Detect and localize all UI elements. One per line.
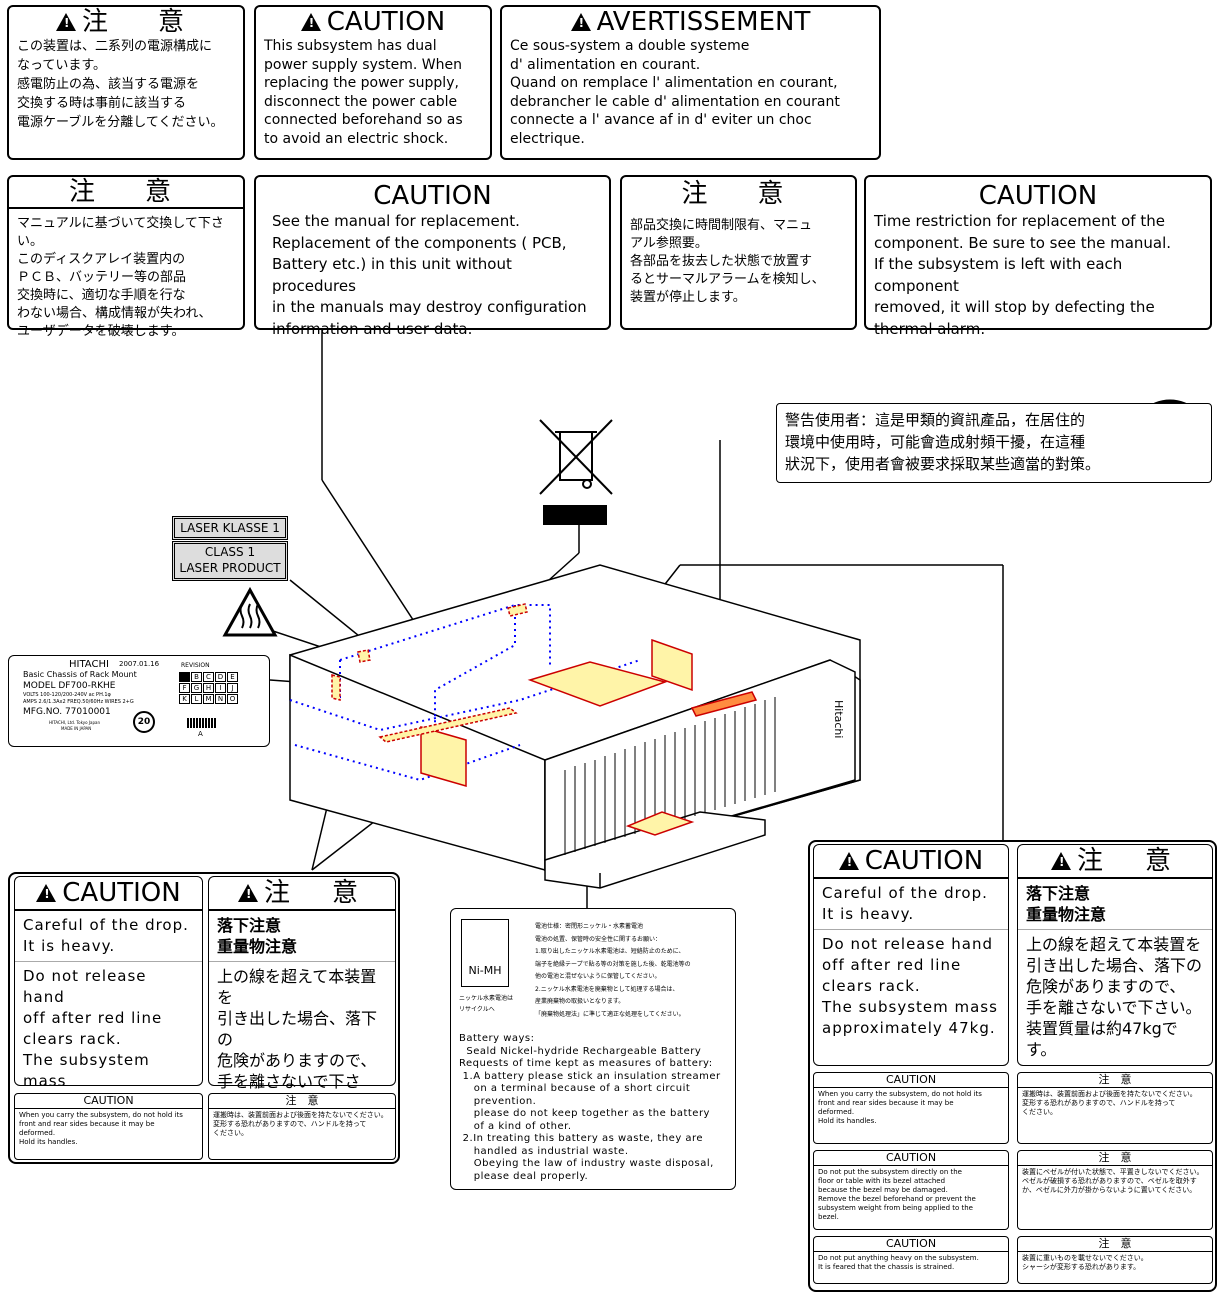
weee-bin-icon [539, 419, 613, 495]
bezel-vents [564, 697, 776, 855]
warning-triangle-icon [237, 884, 259, 902]
recycle-label: Ni-MH [468, 964, 502, 977]
label-body: Ce sous-system a double systeme d' alime… [510, 38, 840, 147]
chassis-body [289, 564, 861, 889]
leader-line [289, 579, 365, 641]
left-drop-caution-group [8, 872, 400, 1164]
label-body: 部品交換に時間制限有、マニュ アル参照要。 各部品を抜去した状態で放置す るとサ… [630, 218, 825, 305]
drop-caution-body: 落下注意 重量物注意 [209, 911, 395, 962]
warning-triangle-icon [55, 13, 81, 31]
revision-grid: B C D E F G H I J K L M N O [179, 672, 238, 704]
label-heading: CAUTION [256, 7, 490, 37]
carry-caution-en: CAUTION When you carry the subsystem, do… [14, 1093, 203, 1160]
nameplate-footer: MADE IN JAPAN [61, 726, 92, 731]
bsmi-warning-text: 警告使用者：這是甲類的資訊產品，在居住的 環境中使用時，可能會造成射頻干擾，在這… [785, 411, 1101, 473]
warning-triangle-icon [300, 13, 321, 31]
label-position-markers [331, 603, 758, 836]
battery-en-text: Battery ways: Seald Nickel-hydride Recha… [459, 1033, 721, 1182]
revision-label: REVISION [181, 662, 210, 669]
weee-bar [543, 505, 607, 525]
nameplate-desc: Basic Chassis of Rack Mount [23, 670, 137, 679]
revision-selected: A [198, 730, 203, 738]
battery-jp-text: 電池仕様：密閉形ニッケル・水素蓄電池 電池の処置、保管時の安全性に関するお願い：… [535, 923, 691, 1018]
avertissement-label-fr-power: AVERTISSEMENT Ce sous-system a double sy… [500, 5, 881, 160]
carry-caution-jp: 注 意 運搬時は、装置前面および後面を持たないでください。 変形する恐れがありま… [1017, 1072, 1213, 1144]
drop-caution-jp: 注 意 落下注意 重量物注意 上の線を超えて本装置を 引き出した場合、落下の 危… [208, 876, 396, 1154]
heavy-caution-en: CAUTION Do not put anything heavy on the… [813, 1236, 1009, 1284]
label-heading: CAUTION [978, 181, 1098, 211]
caution-label-jp-power: 注 意 この装置は、二系列の電源構成に なっています。 感電防止の為、該当する電… [7, 5, 245, 160]
drop-caution-en: CAUTION Careful of the drop. It is heavy… [813, 844, 1009, 1066]
label-heading: CAUTION [373, 181, 492, 211]
recycle-caption: ニッケル水素電池は リサイクルへ [459, 995, 514, 1013]
nameplate-volts: VOLTS 100-120/200-240V ac PH.1φ [23, 692, 111, 698]
warning-triangle-icon [838, 852, 859, 870]
laser-class-label: CLASS 1 LASER PRODUCT [172, 541, 288, 581]
label-body: マニュアルに基づいて交換して下さい。 このディスクアレイ装置内の ＰＣＢ、バッテ… [17, 216, 224, 339]
drop-caution-body: Do not release hand off after red line c… [822, 935, 998, 1037]
hot-surface-icon [222, 586, 278, 637]
warning-triangle-icon [36, 884, 57, 902]
drop-caution-jp: 注 意 落下注意 重量物注意 上の線を超えて本装置を 引き出した場合、落下の 危… [1017, 844, 1213, 1066]
carry-caution-jp: 注 意 運搬時は、装置前面および後面を持たないでください。 変形する恐れがありま… [208, 1093, 396, 1160]
warning-triangle-icon [1050, 852, 1072, 870]
drop-caution-body: 落下注意 重量物注意 [1018, 879, 1212, 930]
bsmi-warning-label: 警告使用者：這是甲類的資訊產品，在居住的 環境中使用時，可能會造成射頻干擾，在這… [776, 403, 1212, 483]
right-drop-caution-group [808, 840, 1217, 1292]
rating-nameplate: HITACHI 2007.01.16 Basic Chassis of Rack… [8, 655, 270, 747]
bezel-caution-jp: 注 意 装置にベゼルが付いた状態で、平置きしないでください。 ベゼルが破損する恐… [1017, 1150, 1213, 1230]
nameplate-mfg: MFG.NO. 77010001 [23, 707, 111, 717]
nameplate-amps: AMPS 2.6/1.3Ax2 FREQ.50/60Hz WIRES 2+G [23, 699, 134, 705]
nameplate-date: 2007.01.16 [119, 660, 160, 668]
drop-caution-en: CAUTION Careful of the drop. It is heavy… [14, 876, 203, 1132]
laser-klasse-label: LASER KLASSE 1 [172, 516, 288, 540]
caution-label-en-time: CAUTION Time restriction for replacement… [864, 175, 1212, 338]
pse-badge: 20 [133, 711, 155, 733]
bezel-brand: Hitachi [832, 700, 845, 738]
nameplate-model: MODEL DF700-RKHE [23, 681, 116, 691]
label-body: See the manual for replacement. Replacem… [272, 212, 587, 338]
drop-caution-body: Careful of the drop. It is heavy. [15, 911, 202, 962]
nameplate-footer: HITACHI, Ltd. Tokyo Japan [49, 720, 101, 725]
label-heading: AVERTISSEMENT [502, 7, 879, 37]
label-body: This subsystem has dual power supply sys… [264, 38, 463, 147]
barcode-icon [187, 718, 217, 728]
caution-label-en-replacement: CAUTION See the manual for replacement. … [254, 175, 611, 338]
heavy-caution-jp: 注 意 装置に重いものを載せないでください。 シャーシが変形する恐れがあります。 [1017, 1236, 1213, 1284]
bezel-caution-en: CAUTION Do not put the subsystem directl… [813, 1150, 1009, 1230]
label-body: Time restriction for replacement of the … [874, 212, 1172, 338]
label-heading: 注 意 [9, 177, 243, 209]
warning-triangle-icon [570, 13, 591, 31]
drop-caution-body: Careful of the drop. It is heavy. [814, 879, 1008, 930]
nameplate-maker: HITACHI [69, 659, 109, 670]
label-body: この装置は、二系列の電源構成に なっています。 感電防止の為、該当する電源を 交… [17, 39, 224, 130]
carry-caution-en: CAUTION When you carry the subsystem, do… [813, 1072, 1009, 1144]
caution-label-en-power: CAUTION This subsystem has dual power su… [254, 5, 492, 160]
recycle-box: Ni-MH [461, 919, 509, 987]
caution-label-jp-time: 注 意 部品交換に時間制限有、マニュ アル参照要。 各部品を抜去した状態で放置す… [620, 175, 857, 330]
label-heading: 注 意 [9, 7, 243, 37]
drop-caution-body: 上の線を超えて本装置を 引き出した場合、落下の 危険がありますので、 手を離さな… [1026, 935, 1203, 1059]
battery-label: Ni-MH ニッケル水素電池は リサイクルへ 電池仕様：密閉形ニッケル・水素蓄電… [450, 908, 736, 1190]
caution-label-jp-replacement: 注 意 マニュアルに基づいて交換して下さい。 このディスクアレイ装置内の ＰＣＢ… [7, 175, 245, 339]
label-heading: 注 意 [681, 179, 796, 209]
